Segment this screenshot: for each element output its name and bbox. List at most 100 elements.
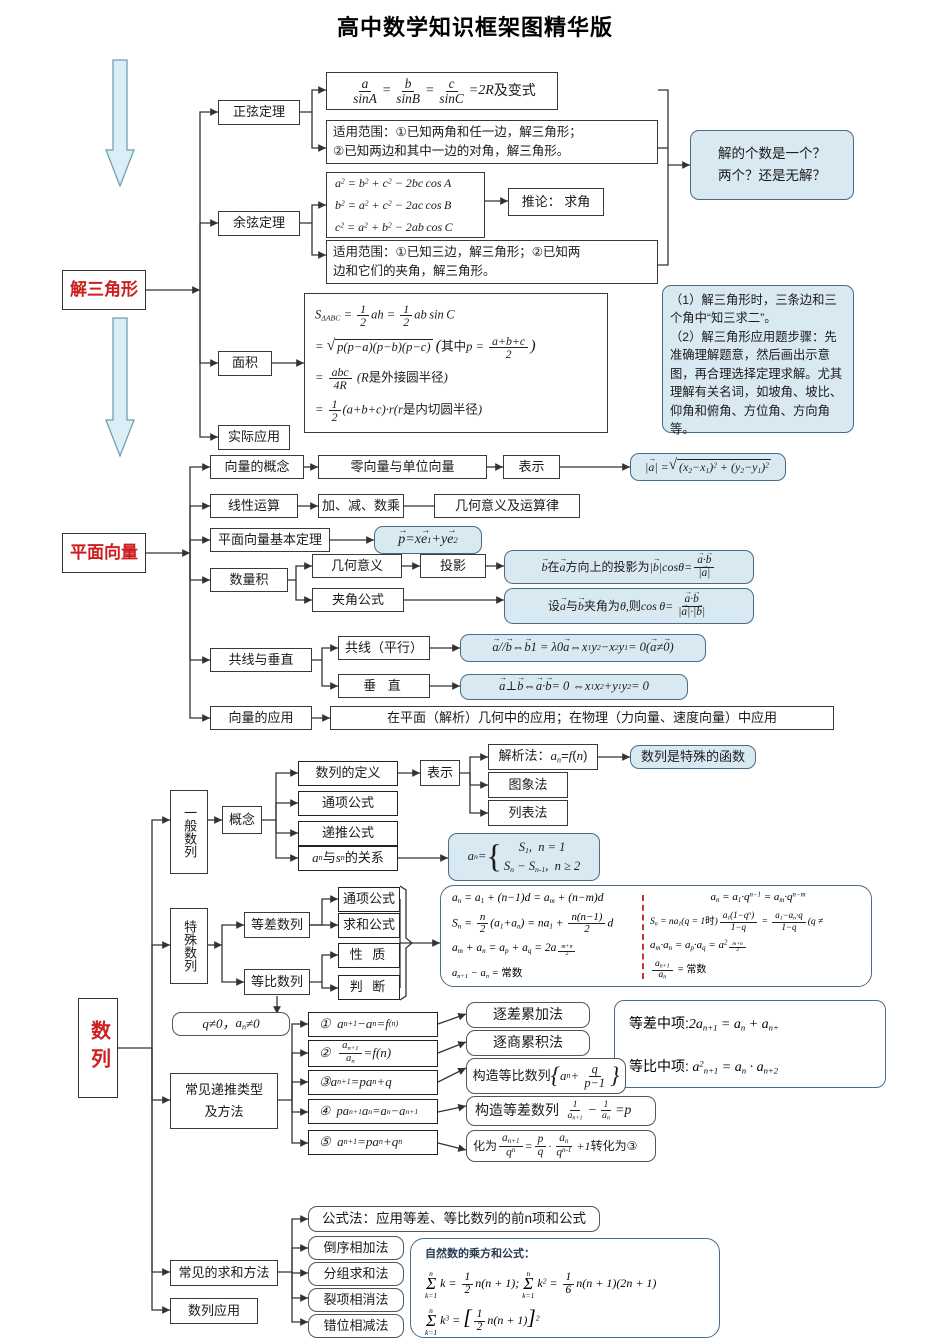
node-sine-law[interactable]: 正弦定理 (218, 100, 300, 125)
node-recurrence-types: 常见递推类型及方法 (170, 1073, 278, 1129)
node-sum-dislocation[interactable]: 错位相减法 (308, 1314, 404, 1338)
node-vector-represent[interactable]: 表示 (503, 455, 560, 479)
node-method-cumulative-product[interactable]: 逐商累积法 (466, 1030, 590, 1056)
node-sum-methods[interactable]: 常见的求和方法 (170, 1260, 278, 1286)
node-prop-property[interactable]: 性 质 (338, 943, 400, 968)
page-title: 高中数学知识框架图精华版 (336, 15, 613, 40)
node-special-function[interactable]: 数列是特殊的函数 (630, 745, 756, 769)
node-method-cumulative-sum[interactable]: 逐差累加法 (466, 1002, 590, 1028)
node-geometric-sequence[interactable]: 等比数列 (244, 969, 310, 995)
formula-geo-1: an = a1·qn−1 = am·qn−m (710, 891, 806, 905)
node-general-sequence[interactable]: 一般数列 (170, 790, 208, 874)
divider-dashed (642, 895, 644, 979)
node-dot-product[interactable]: 数量积 (210, 568, 288, 592)
node-sum-telescoping[interactable]: 裂项相消法 (308, 1288, 404, 1312)
node-special-sequence[interactable]: 特殊数列 (170, 908, 208, 984)
formula-arith-1: an = a1 + (n−1)d = am + (n−m)d (452, 891, 604, 905)
node-vector-basic-theorem[interactable]: 平面向量基本定理 (210, 528, 330, 552)
note-cosine-scope-text: 适用范围：①已知三边，解三角形；②已知两边和它们的夹角，解三角形。 (333, 245, 581, 278)
node-add-sub-scalar[interactable]: 加、减、数乘 (318, 494, 404, 518)
note-solution-count: 解的个数是一个？两个？还是无解？ (690, 130, 854, 200)
node-vector-application[interactable]: 向量的应用 (210, 706, 312, 730)
node-special-sequence-text: 特殊数列 (182, 920, 198, 972)
section-label-solve-triangle[interactable]: 解三角形 (62, 270, 146, 310)
node-prop-judgement[interactable]: 判 断 (338, 975, 400, 1000)
formula-arith-mean: 等差中项:2an+1 = an + an+ (629, 1014, 779, 1032)
note-cosine-scope: 适用范围：①已知三边，解三角形；②已知两边和它们的夹角，解三角形。 (326, 240, 658, 284)
formula-cosine-law-text: a2 = b2 + c2 − 2bc cos A b2 = a2 + c2 − … (335, 175, 453, 235)
note-sine-scope-text: 适用范围：①已知两角和任一边，解三角形；②已知两边和其中一边的对角，解三角形。 (333, 125, 582, 158)
node-angle-formula[interactable]: 夹角公式 (312, 588, 404, 612)
node-sum-grouping[interactable]: 分组求和法 (308, 1262, 404, 1286)
node-geometric-meaning-rules[interactable]: 几何意义及运算律 (434, 494, 580, 518)
node-arithmetic-sequence[interactable]: 等差数列 (244, 912, 310, 938)
note-sine-scope: 适用范围：①已知两角和任一边，解三角形；②已知两边和其中一边的对角，解三角形。 (326, 120, 658, 164)
section-label-sequence-text: 数列 (87, 1020, 110, 1076)
formula-basis-decomposition: p = xe1 + ye2 (374, 525, 482, 554)
note-solution-count-text: 解的个数是一个？两个？还是无解？ (718, 146, 826, 183)
section-label-plane-vector[interactable]: 平面向量 (62, 533, 146, 573)
node-recursive-formula[interactable]: 递推公式 (298, 821, 398, 846)
node-cosine-law[interactable]: 余弦定理 (218, 211, 300, 236)
note-triangle-tips: （1）解三角形时，三条边和三个角中“知三求二”。 （2）解三角形应用题步骤：先准… (662, 285, 854, 436)
node-prop-sum-formula[interactable]: 求和公式 (338, 913, 400, 938)
node-sequence-represent[interactable]: 表示 (420, 760, 460, 786)
node-recurrence-types-text: 常见递推类型及方法 (184, 1081, 263, 1119)
node-area[interactable]: 面积 (218, 351, 272, 376)
node-sequence-concept[interactable]: 概念 (222, 806, 262, 834)
flow-arrow-2 (105, 317, 135, 458)
node-sequence-application[interactable]: 数列应用 (170, 1298, 258, 1324)
node-vector-concept[interactable]: 向量的概念 (210, 455, 304, 479)
node-sum-reverse-add[interactable]: 倒序相加法 (308, 1236, 404, 1260)
section-label-sequence[interactable]: 数列 (78, 998, 118, 1098)
node-collinear-perpendicular[interactable]: 共线与垂直 (210, 648, 312, 672)
node-sum-formula-method[interactable]: 公式法：应用等差、等比数列的前n项和公式 (308, 1206, 600, 1232)
node-graph-method[interactable]: 图象法 (488, 772, 568, 798)
node-analytic-method[interactable]: 解析法：an=f(n) (488, 744, 598, 770)
panel-power-sum-title: 自然数的乘方和公式： (425, 1248, 535, 1260)
node-cosine-corollary[interactable]: 推论： 求角 (508, 188, 604, 216)
formula-arith-4: an+1 − an = 常数 (452, 967, 523, 981)
node-prop-general-term[interactable]: 通项公式 (338, 887, 400, 912)
node-vector-application-detail[interactable]: 在平面（解析）几何中的应用；在物理（力向量、速度向量）中应用 (330, 706, 834, 730)
formula-cosine-law: a2 = b2 + c2 − 2bc cos A b2 = a2 + c2 − … (326, 172, 485, 238)
node-projection[interactable]: 投影 (420, 554, 486, 578)
node-practical-application[interactable]: 实际应用 (218, 425, 290, 450)
node-list-method[interactable]: 列表法 (488, 800, 568, 826)
node-sequence-definition[interactable]: 数列的定义 (298, 761, 398, 786)
node-collinear[interactable]: 共线（平行） (338, 636, 430, 660)
formula-angle-cos: 设a与b夹角为 θ,则 cos θ = a·b|a|·|b| (504, 588, 754, 624)
node-zero-unit-vector[interactable]: 零向量与单位向量 (318, 455, 487, 479)
node-perpendicular[interactable]: 垂 直 (338, 674, 430, 698)
formula-geo-mean: 等比中项: a2n+1 = an · an+2 (629, 1057, 779, 1075)
panel-middle-terms: 等差中项:2an+1 = an + an+ 等比中项: a2n+1 = an ·… (614, 1000, 886, 1088)
node-general-term-formula[interactable]: 通项公式 (298, 791, 398, 816)
node-linear-operation[interactable]: 线性运算 (210, 494, 298, 518)
node-dot-geometric-meaning[interactable]: 几何意义 (312, 554, 402, 578)
flow-arrow-1 (105, 59, 135, 188)
